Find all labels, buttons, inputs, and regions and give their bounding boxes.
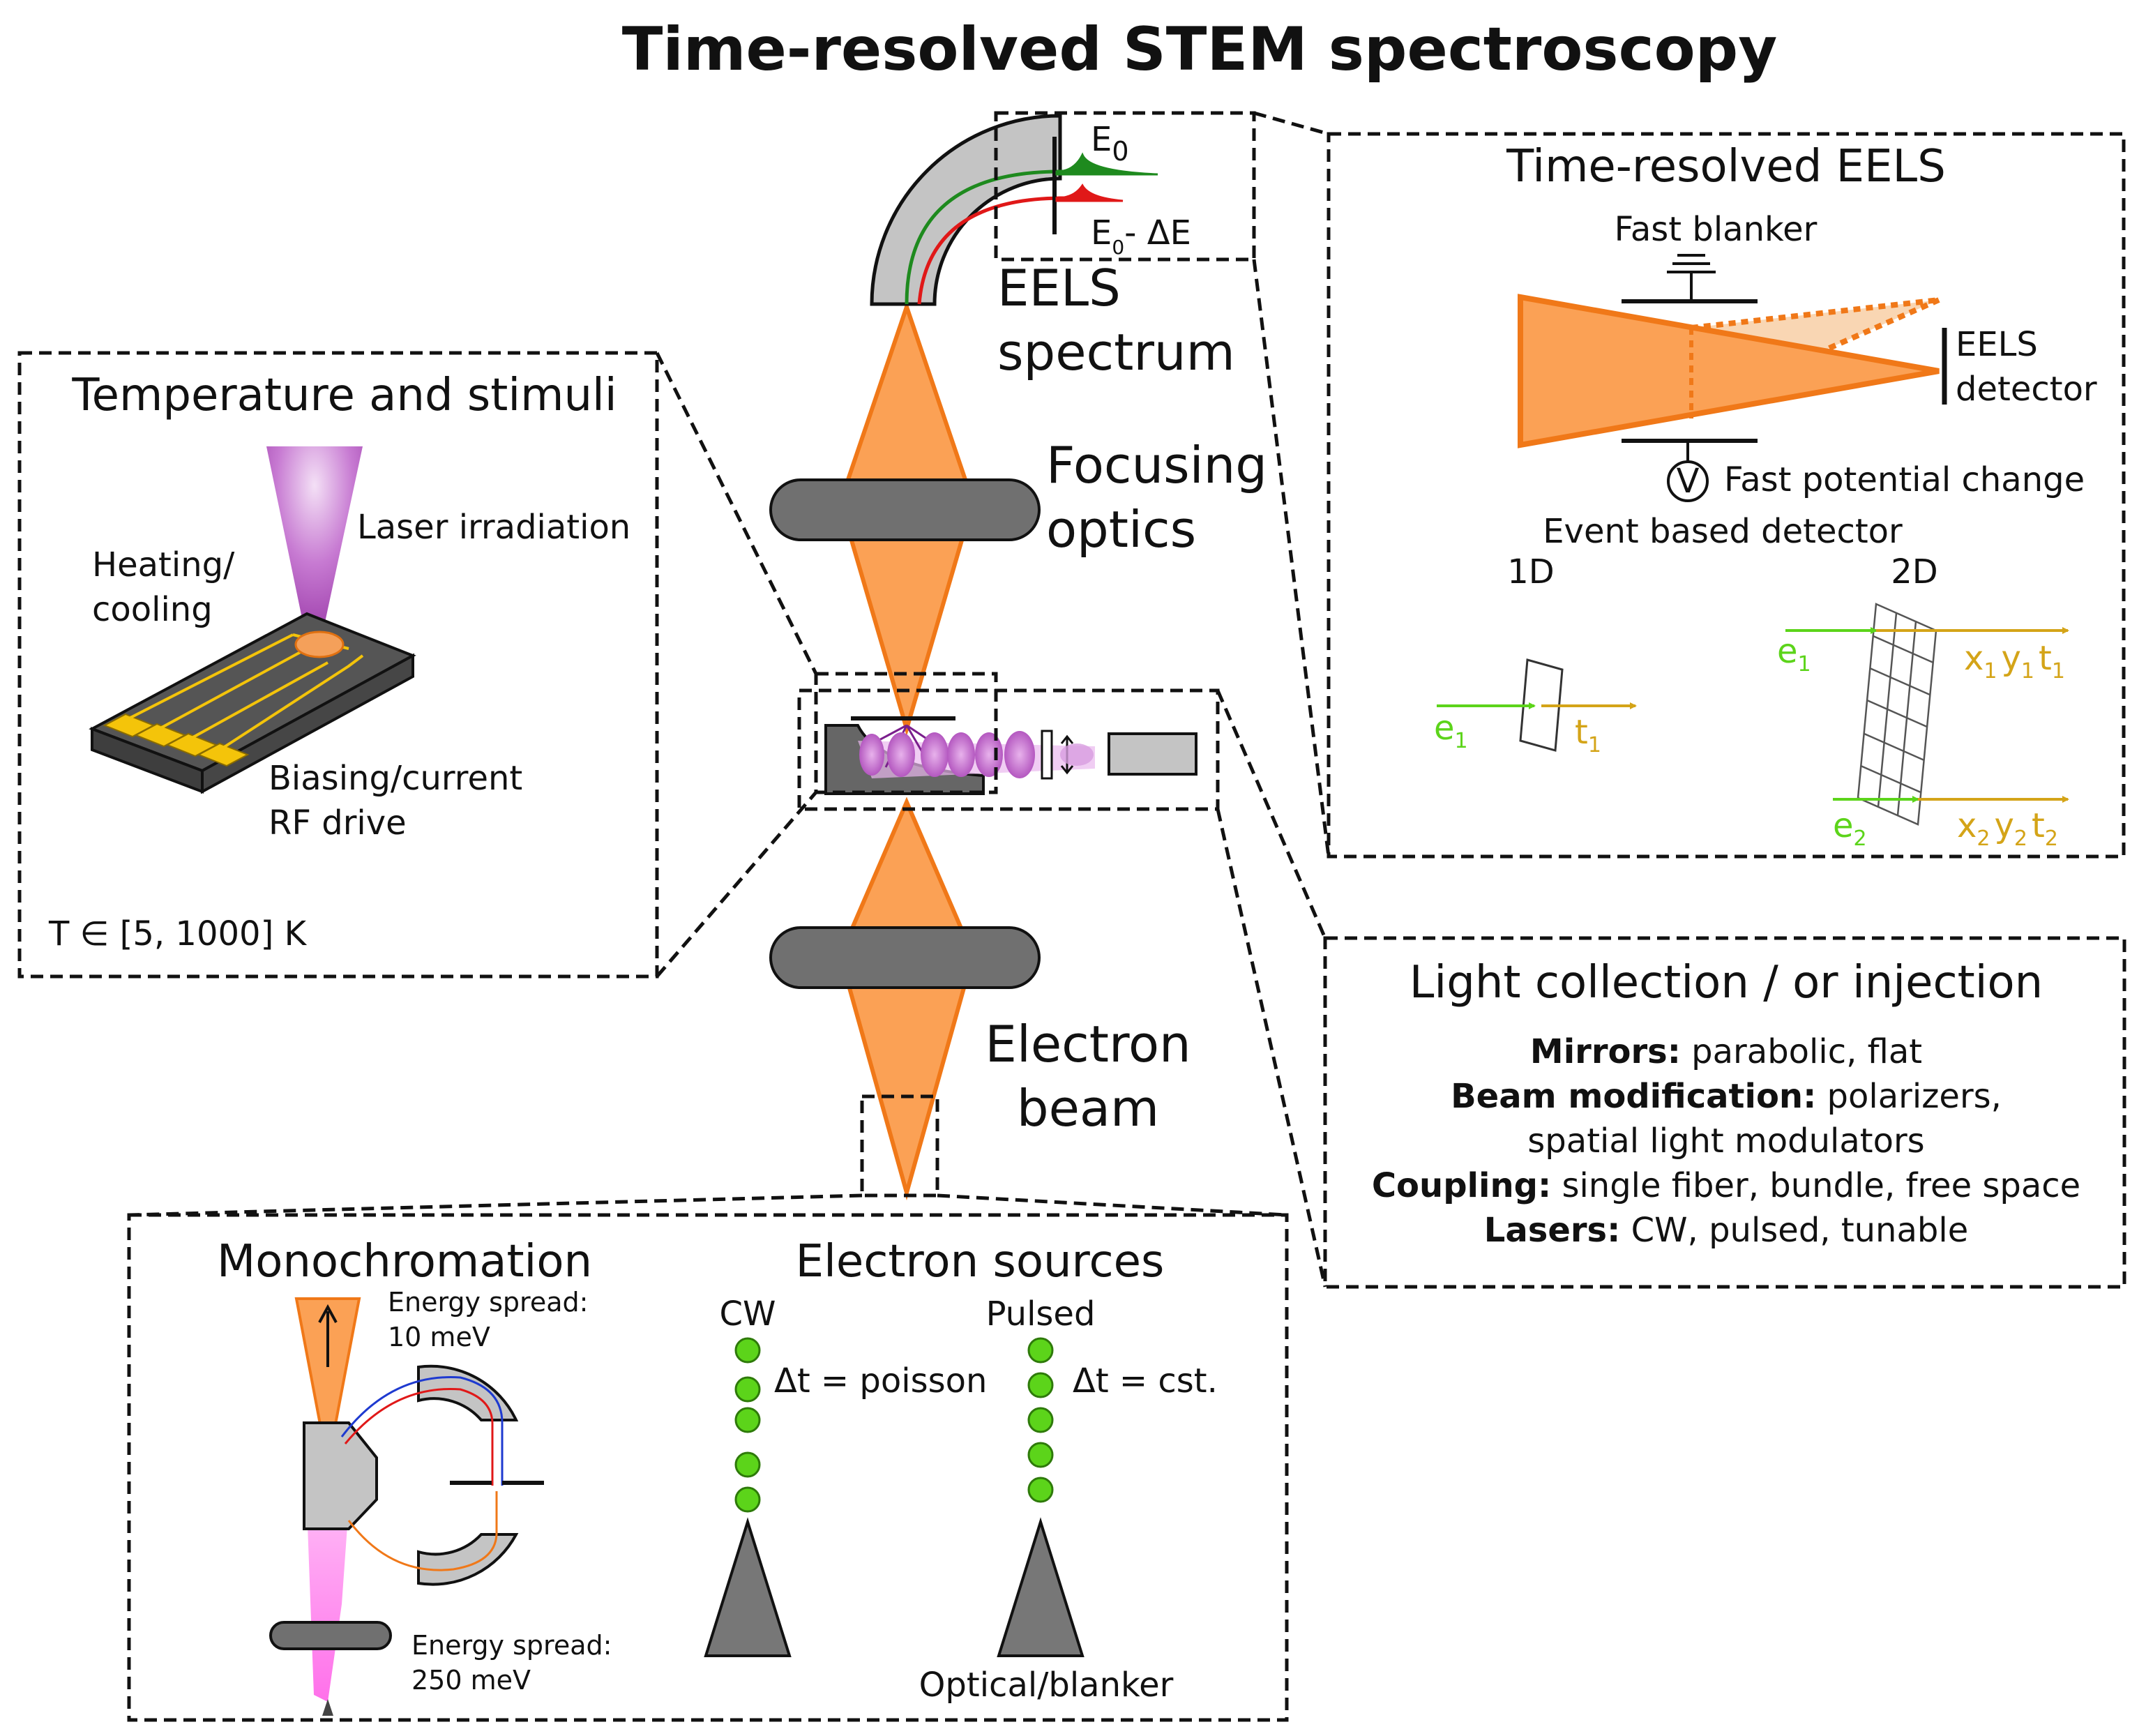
ground-icon <box>1667 254 1716 300</box>
sources-title: Electron sources <box>796 1236 1165 1288</box>
cw-gun-tip <box>704 1517 792 1657</box>
beam-lower <box>838 797 976 1201</box>
leader-lines <box>128 111 1331 1288</box>
dt-cst-label: Δt = cst. <box>1073 1361 1218 1401</box>
focusing-lens <box>769 478 1041 541</box>
tip-icon <box>322 1699 333 1716</box>
temperature-title: Temperature and stimuli <box>71 370 617 421</box>
fast-blanker-label: Fast blanker <box>1615 210 1818 249</box>
laser-cone <box>266 446 363 642</box>
t1-label-1d: t1 <box>1575 713 1601 757</box>
e2-label-2d: e2 <box>1833 806 1867 851</box>
light-panel: Light collection / or injection Mirrors:… <box>1323 936 2126 1289</box>
energy-spread-bottom: Energy spread:250 meV <box>411 1630 612 1696</box>
sample-stage <box>824 716 1197 795</box>
pulsed-electrons <box>1027 1337 1054 1503</box>
figure-title: Time-resolved STEM spectroscopy <box>622 15 1778 84</box>
monochromation-title: Monochromation <box>217 1236 592 1288</box>
light-line-5: Lasers: CW, pulsed, tunable <box>1484 1211 1968 1250</box>
light-line-1: Mirrors: parabolic, flat <box>1530 1032 1922 1071</box>
treels-title: Time-resolved EELS <box>1506 141 1946 193</box>
light-zoom-box <box>797 688 1220 811</box>
optical-blanker-label: Optical/blanker <box>919 1666 1174 1705</box>
light-line-3: spatial light modulators <box>1527 1122 1924 1161</box>
zero-loss-peak <box>1055 152 1158 176</box>
contact-pads <box>103 713 250 767</box>
light-title: Light collection / or injection <box>1410 957 2043 1009</box>
spectrometer-magnet <box>870 114 1062 306</box>
eels-zoom-box <box>994 111 1256 262</box>
laser-pulses <box>859 731 1035 778</box>
gun-lens <box>269 1621 392 1650</box>
mono-upper-sector <box>417 1364 519 1421</box>
loss-peak <box>1055 183 1124 202</box>
e1-label-1d: e1 <box>1434 709 1468 753</box>
bottom-panel: Monochromation Electron sources Energy s… <box>127 1213 1289 1722</box>
voltage-icon <box>1667 460 1709 502</box>
energy-spread-top: Energy spread:10 meV <box>388 1287 588 1352</box>
light-line-2: Beam modification: polarizers, <box>1451 1077 2002 1116</box>
mono-prism <box>303 1421 378 1530</box>
event-detector-label: Event based detector <box>1543 512 1903 551</box>
pulsed-gun-tip <box>997 1517 1085 1657</box>
up-arrow-icon <box>318 1304 338 1367</box>
monochromator <box>269 1297 544 1716</box>
heated-spot <box>294 631 345 658</box>
loss-trace <box>917 196 1074 305</box>
fast-potential-label: Fast potential change <box>1724 460 2085 499</box>
voltage-symbol: V <box>1677 462 1700 501</box>
cw-electrons <box>734 1337 761 1513</box>
eels-beam <box>1518 294 1940 448</box>
zero-loss-trace <box>905 169 1074 305</box>
mono-out-beam <box>294 1297 361 1465</box>
sample-zoom-box-small <box>814 672 998 794</box>
pulsed-label: Pulsed <box>986 1295 1096 1334</box>
heating-chip <box>89 612 416 794</box>
laser-source <box>1108 732 1197 776</box>
condenser-lens <box>769 926 1041 989</box>
laser-irradiation-label: Laser irradiation <box>357 508 630 547</box>
light-line-4: Coupling: single fiber, bundle, free spa… <box>1372 1166 2080 1205</box>
cw-label: CW <box>720 1295 776 1334</box>
detector-1d-label: 1D <box>1507 552 1555 591</box>
detector-2d-grid <box>1857 603 1937 826</box>
heating-cooling-label: Heating/cooling <box>92 545 235 629</box>
detector-2d-label: 2D <box>1891 552 1938 591</box>
temperature-panel: Temperature and stimuli Laser irra <box>17 351 659 979</box>
e0-label: E0 <box>1091 120 1129 167</box>
dt-poisson-label: Δt = poisson <box>774 1361 987 1401</box>
e0-delta-label: E0- ΔE <box>1091 213 1191 259</box>
temperature-range: T ∈ [5, 1000] K <box>48 914 308 953</box>
mono-lower-sector <box>417 1533 519 1586</box>
e1-label-2d: e1 <box>1777 632 1811 677</box>
polarizer-plate <box>1041 730 1053 780</box>
source-zoom-box <box>860 1094 939 1198</box>
